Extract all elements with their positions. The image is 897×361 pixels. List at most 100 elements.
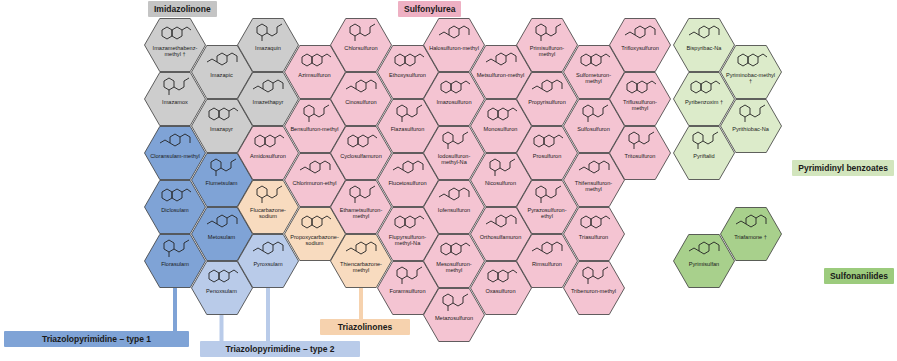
compound-name: Azimsulfuron	[290, 72, 340, 78]
structure-formula	[164, 240, 189, 257]
structure-formula	[534, 135, 563, 147]
compound-name: Metazosulfuron	[429, 315, 479, 321]
group-name: Imidazolinone	[154, 3, 211, 15]
compound-name: Flazasulfuron	[383, 126, 433, 132]
compound-name: Tritosulfuron	[615, 153, 665, 159]
compound-name: Nicosulfuron	[476, 180, 526, 186]
compound-name: Metsulfuron-methyl	[476, 72, 526, 78]
compound-name: Propoxycarbazone-sodium	[290, 234, 340, 246]
compound-name: Pyriftalid	[679, 153, 729, 159]
structure-formula	[348, 135, 377, 147]
structure-formula	[211, 159, 236, 176]
hexagon-shape	[563, 262, 624, 315]
structure-formula	[350, 186, 375, 203]
structure-formula	[253, 80, 283, 92]
group-tab: Triazolinones	[320, 319, 410, 335]
compound-name: Trifloxysulfuron	[615, 45, 665, 51]
structure-formula	[397, 105, 422, 122]
structure-formula	[207, 215, 237, 227]
group-name: Triazolopyrimidine – type 1	[10, 333, 183, 345]
structure-formula	[209, 270, 238, 282]
hexagon-shape	[720, 208, 781, 261]
compound-name: Imazosulfuron	[429, 99, 479, 105]
compound-name: Tribenuron-methyl	[569, 288, 619, 294]
compound-name: Flupyrsulfuron-methyl-Na	[383, 234, 433, 246]
structure-formula	[625, 26, 655, 38]
compound-name: Florasulam	[150, 261, 200, 267]
compound-name: Imazamox	[150, 99, 200, 105]
compound-name: Pyroxsulam	[243, 261, 293, 267]
structure-formula	[689, 26, 719, 38]
hexagon-shape	[610, 73, 671, 126]
compound-name: Iodosulfuron-methyl-Na	[429, 153, 479, 165]
structure-formula	[350, 24, 375, 41]
compound-name: Pyribenzoxim †	[679, 99, 729, 105]
herbicide-hexagon: Triasulfuron	[563, 207, 625, 261]
compound-name: Orthosulfamuron	[476, 234, 526, 240]
compound-name: Metosulam	[197, 234, 247, 240]
structure-formula	[302, 216, 331, 228]
structure-formula	[581, 216, 610, 228]
structure-formula	[304, 105, 329, 122]
structure-formula	[536, 24, 561, 41]
structure-formula	[346, 80, 376, 92]
compound-name: Sulfosulfuron	[569, 126, 619, 132]
structure-formula	[740, 105, 765, 122]
hexagon-shape	[610, 127, 671, 180]
structure-formula	[395, 216, 424, 228]
structure-formula	[253, 242, 283, 254]
structure-formula	[583, 105, 608, 122]
hexagon-shape	[610, 19, 671, 72]
compound-name: Amidosulfuron	[243, 153, 293, 159]
structure-formula	[583, 267, 608, 284]
structure-formula	[629, 132, 654, 149]
compound-name: Propyrisulfuron	[522, 99, 572, 105]
compound-name: Pyrimisulfan	[679, 261, 729, 267]
compound-name: Oxasulfuron	[476, 288, 526, 294]
group-name: Triazolinones	[326, 321, 404, 333]
compound-name: Pyrazosulfuron-ethyl	[522, 207, 572, 219]
compound-name: Prosulfuron	[522, 153, 572, 159]
compound-name: Pyriminobac-methyl †	[726, 72, 776, 84]
structure-formula	[257, 24, 282, 41]
compound-name: Ethoxysulfuron	[383, 72, 433, 78]
structure-formula	[627, 81, 656, 93]
structure-formula	[162, 189, 191, 201]
structure-formula	[162, 27, 191, 39]
group-bar	[266, 288, 270, 341]
structure-formula	[346, 242, 376, 254]
structure-formula	[300, 161, 330, 173]
herbicide-hexagon: Triafamone †	[720, 207, 782, 261]
compound-name: Primisulfuron-methyl	[522, 45, 572, 57]
group-name: Sulfonylurea	[404, 3, 455, 15]
herbicide-hexagon: Tribenuron-methyl	[563, 261, 625, 315]
compound-name: Halosulfuron-methyl	[429, 45, 479, 51]
compound-name: Bensulfuron-methyl	[290, 126, 340, 132]
compound-name: Mesosulfuron-methyl	[429, 261, 479, 273]
structure-formula	[209, 108, 238, 120]
compound-name: Thifensulfuron-methyl	[569, 180, 619, 192]
group-tab: Pyrimidinyl benzoates	[792, 160, 894, 176]
compound-name: Monosulfuron	[476, 126, 526, 132]
structure-formula	[443, 294, 468, 311]
compound-name: Sulfometuron-methyl	[569, 72, 619, 84]
structure-formula	[689, 242, 719, 254]
compound-name: Pyrithiobac-Na	[726, 126, 776, 132]
structure-formula	[581, 54, 610, 66]
structure-formula	[393, 161, 423, 173]
structure-formula	[164, 78, 189, 95]
structure-formula	[536, 186, 561, 203]
compound-name: Triafamone †	[726, 234, 776, 240]
structure-formula	[439, 26, 469, 38]
structure-formula	[395, 54, 424, 66]
compound-name: Chlorsulfuron	[336, 45, 386, 51]
structure-formula	[490, 159, 515, 176]
compound-name: Penoxsulam	[197, 288, 247, 294]
group-tab: Sulfonylurea	[398, 1, 461, 17]
compound-name: Diclosulam	[150, 207, 200, 213]
structure-formula	[736, 215, 766, 227]
hexagon-shape	[563, 208, 624, 261]
group-tab: Triazolopyrimidine – type 2	[200, 341, 360, 357]
structure-formula	[486, 53, 516, 65]
